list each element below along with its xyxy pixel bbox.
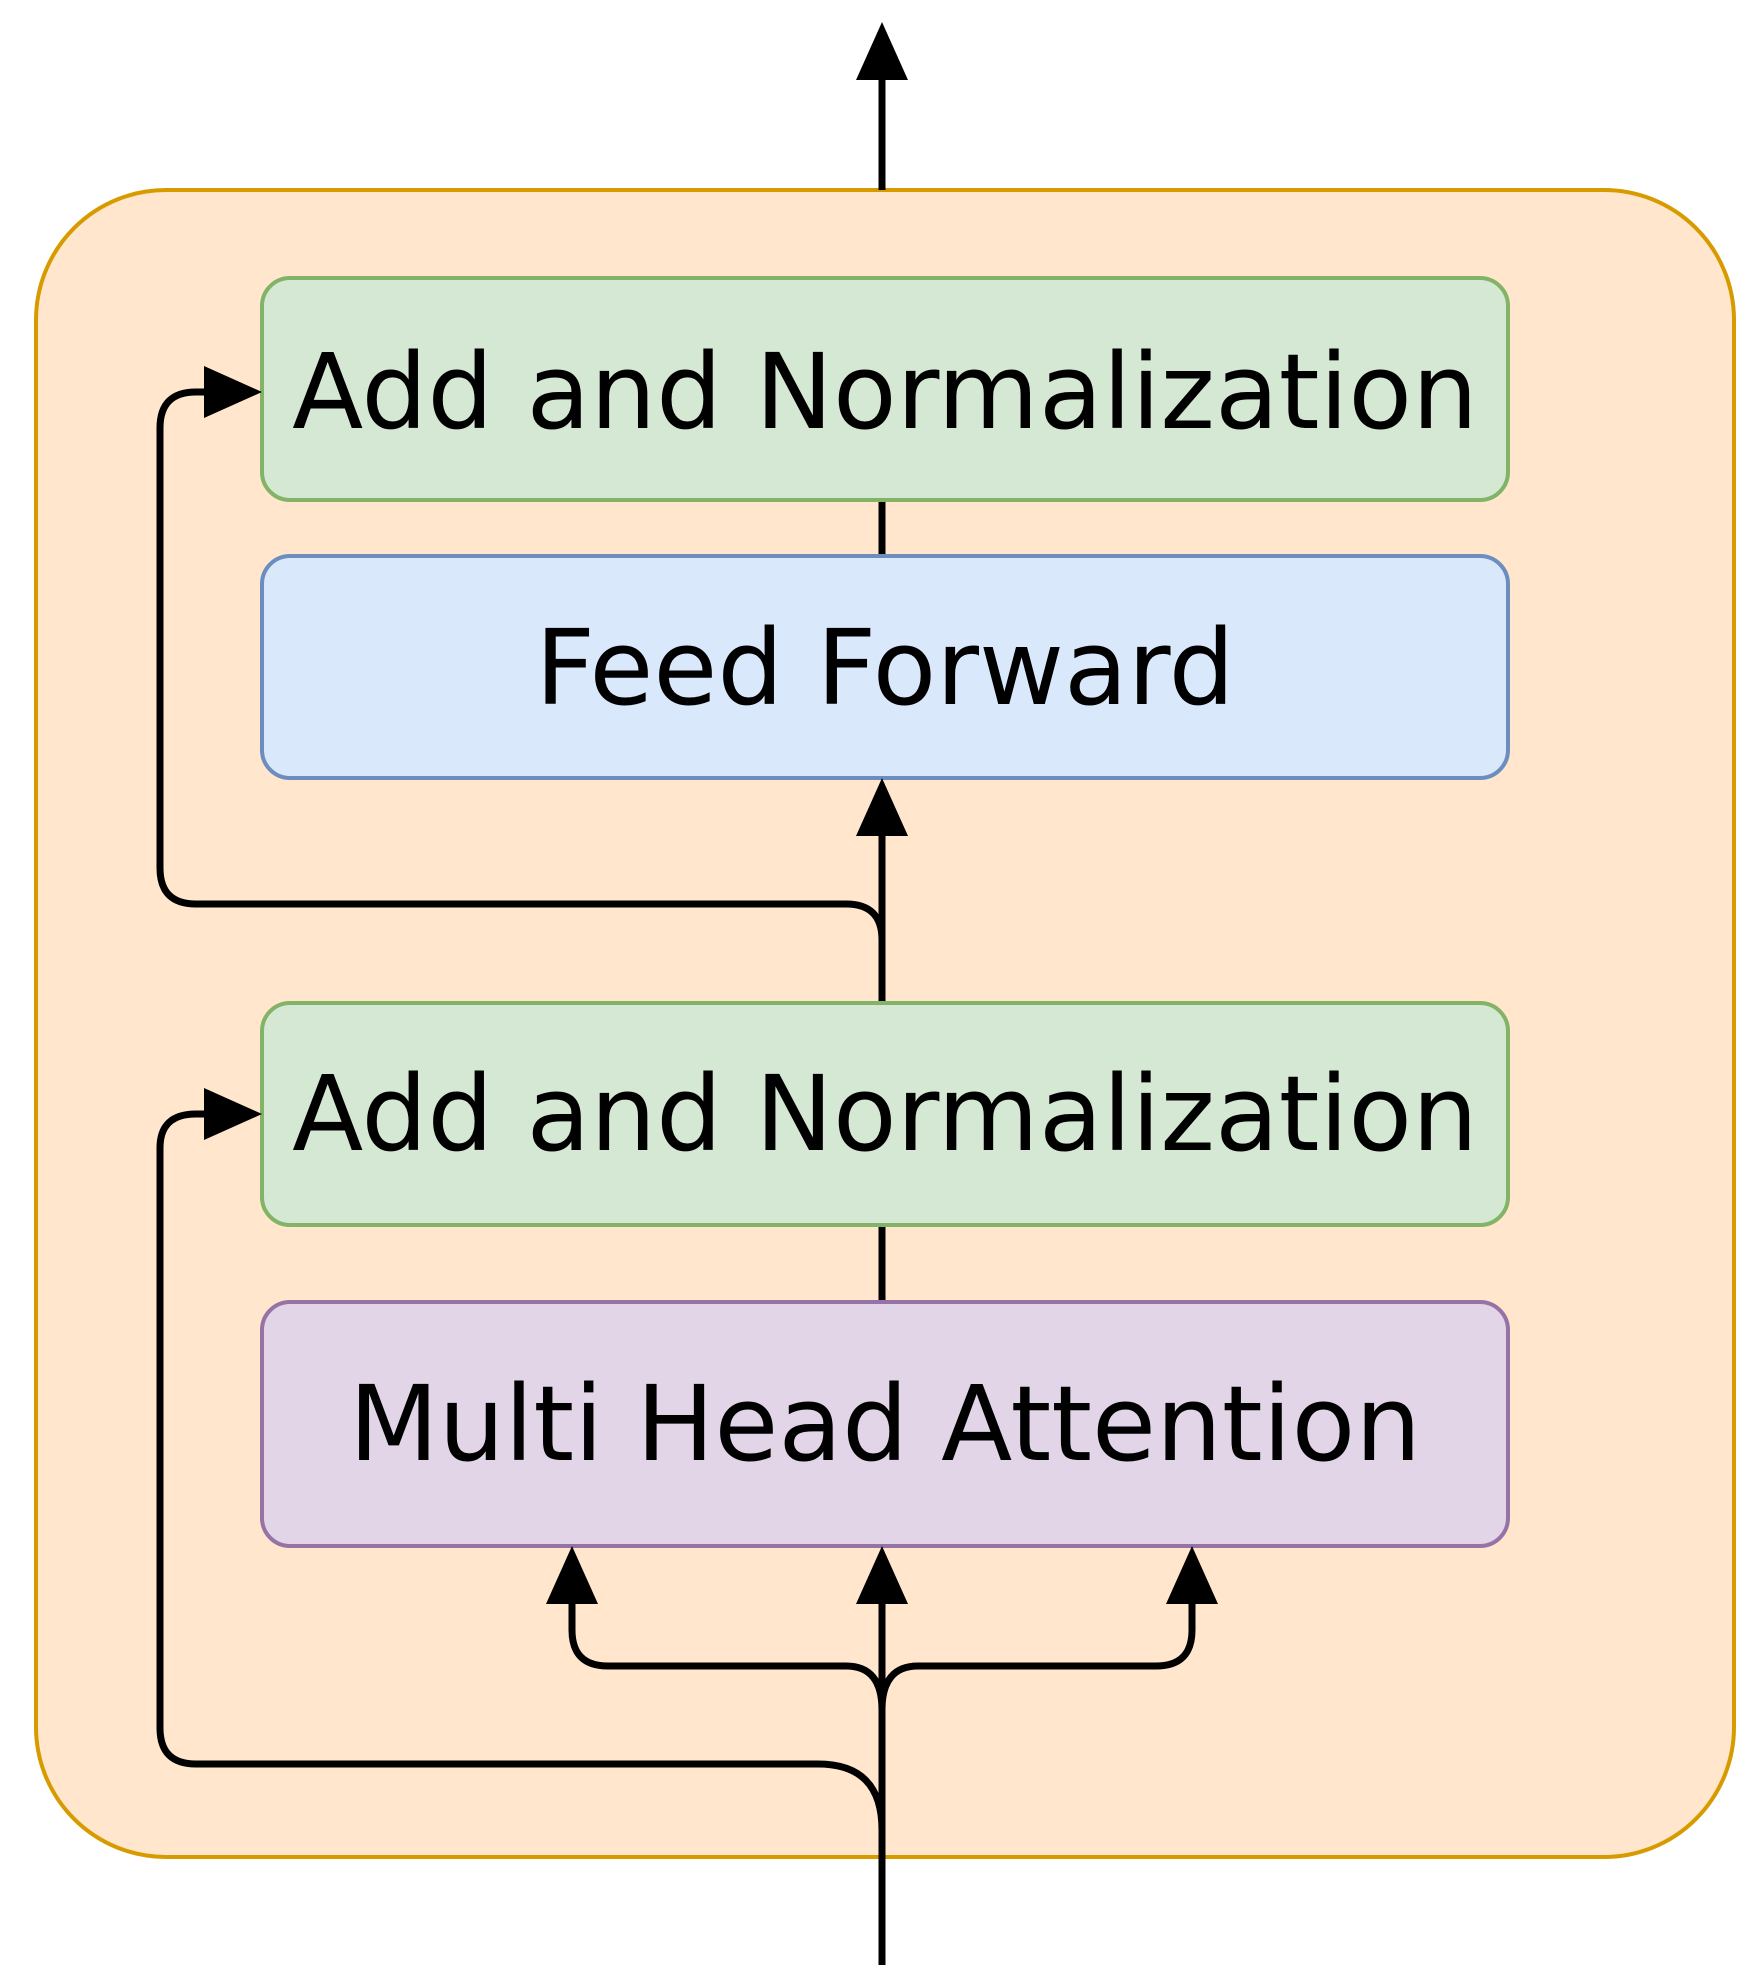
add-norm-top-box xyxy=(260,276,1510,502)
value-branch xyxy=(878,1596,1196,1711)
feed-forward-label: Feed Forward xyxy=(535,607,1234,729)
residual-bottom-arrowhead xyxy=(204,1088,262,1140)
query-branch xyxy=(568,1596,886,1711)
multi-head-attention-block: Multi Head Attention xyxy=(260,1300,1510,1548)
add-norm-top-block: Add and Normalization xyxy=(260,276,1510,502)
residual-connection-top xyxy=(156,388,886,1003)
add-norm-bottom-label: Add and Normalization xyxy=(292,1053,1478,1175)
add-norm-bottom-block: Add and Normalization xyxy=(260,1001,1510,1227)
feed-forward-block: Feed Forward xyxy=(260,554,1510,780)
ff-input-arrowhead xyxy=(856,778,908,836)
key-arrowhead xyxy=(856,1546,908,1604)
add-norm-top-label: Add and Normalization xyxy=(292,331,1478,453)
feed-forward-box xyxy=(260,554,1510,780)
residual-connection-bottom xyxy=(156,1110,886,1831)
arrowheads xyxy=(204,22,1218,1604)
output-arrowhead xyxy=(856,22,908,80)
residual-top-arrowhead xyxy=(204,366,262,418)
value-arrowhead xyxy=(1166,1546,1218,1604)
multi-head-attention-label: Multi Head Attention xyxy=(349,1363,1421,1485)
connectors xyxy=(156,72,1196,1965)
multi-head-attention-box xyxy=(260,1300,1510,1548)
query-arrowhead xyxy=(546,1546,598,1604)
